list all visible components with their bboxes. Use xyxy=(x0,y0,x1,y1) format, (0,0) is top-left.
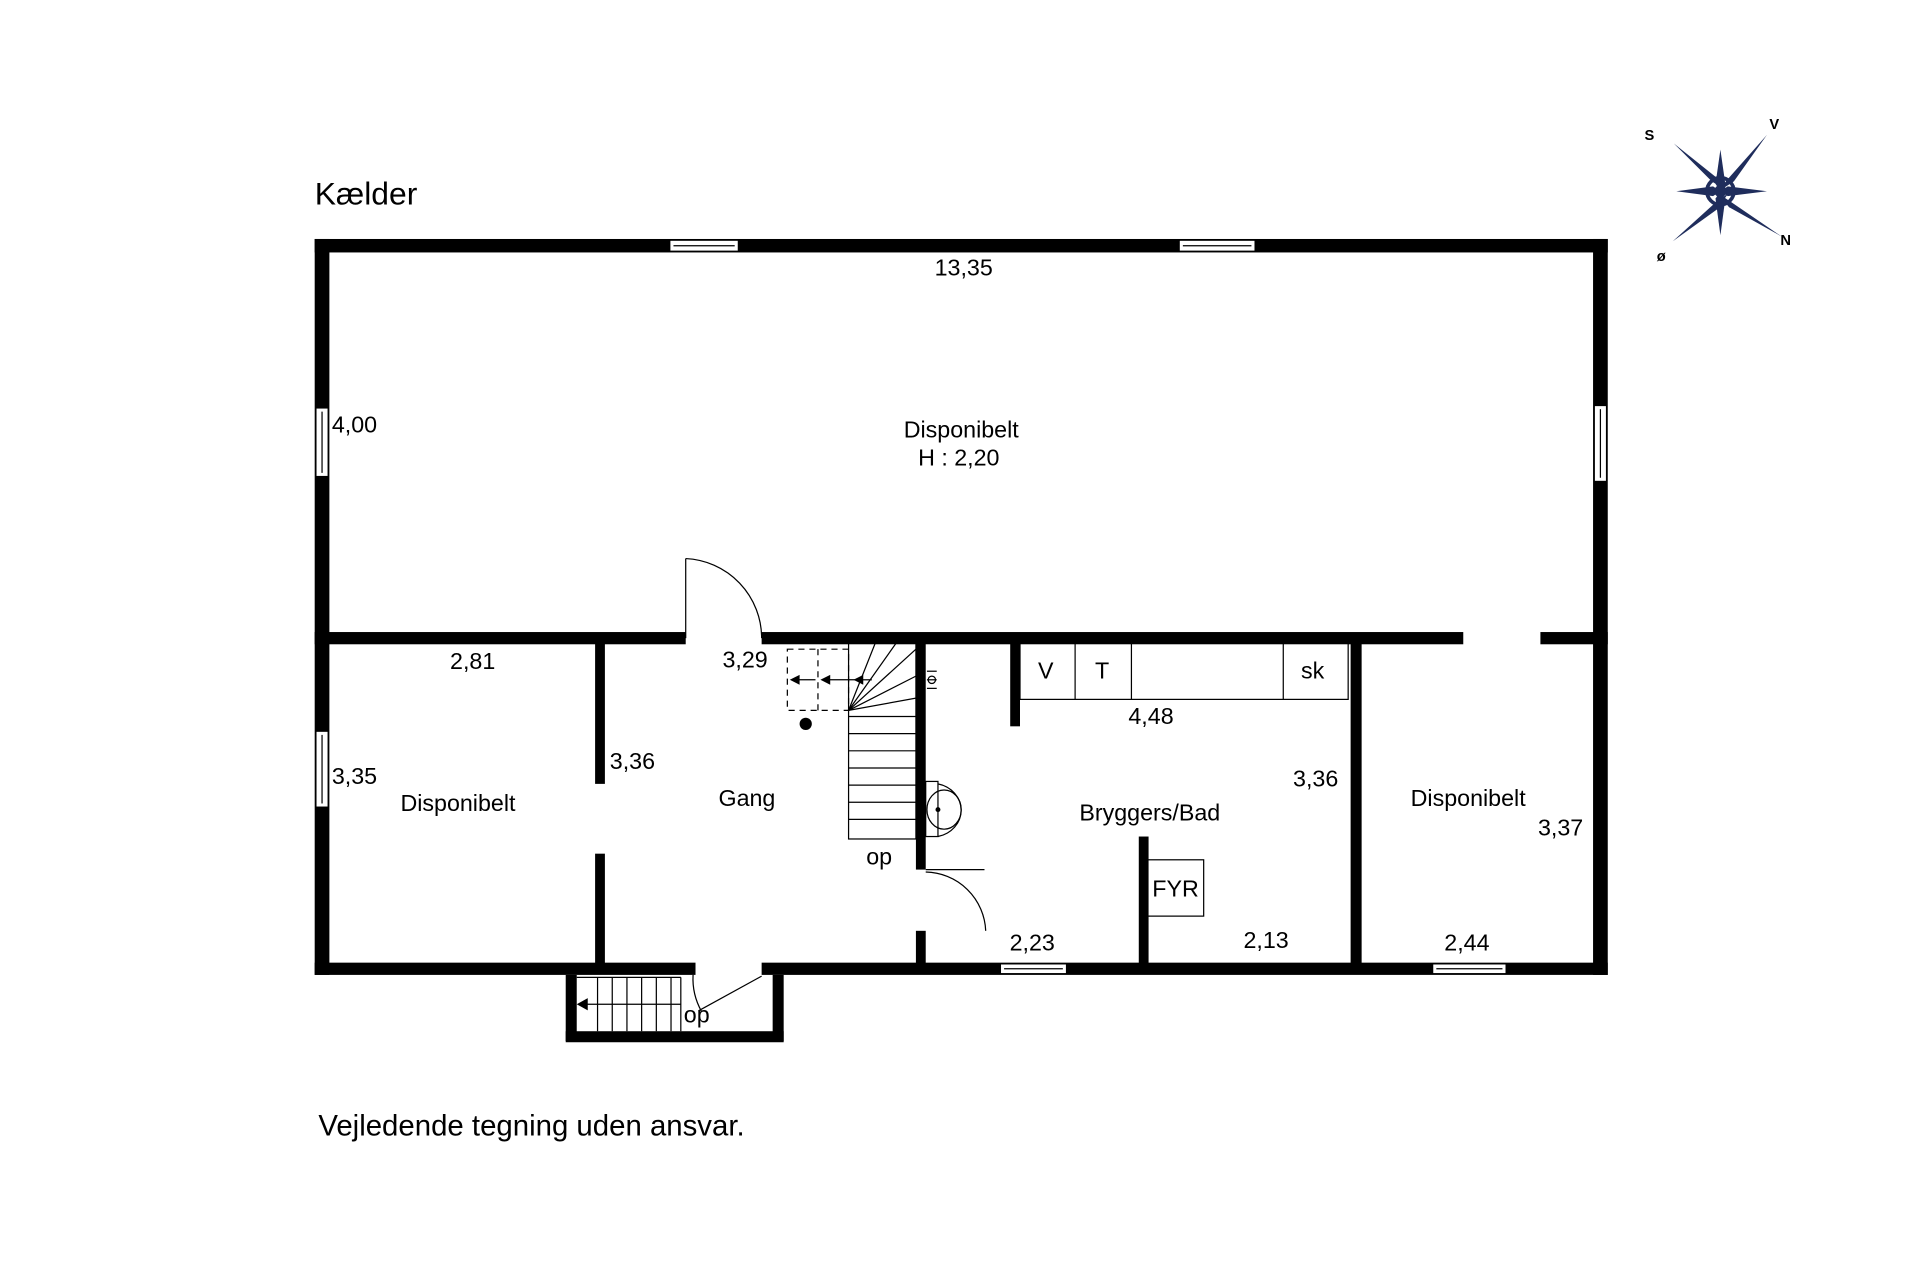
compass-center xyxy=(1714,185,1727,198)
window-right-1 xyxy=(1593,404,1608,483)
window-top-2 xyxy=(1178,239,1256,252)
stair-label-inner: op xyxy=(866,844,892,870)
window-bottom-2 xyxy=(1432,963,1507,975)
compass-point-bottom xyxy=(1715,191,1726,236)
wall-part-3 xyxy=(1350,639,1362,969)
wall-part-boiler xyxy=(1138,836,1149,969)
compass-needle-n xyxy=(1716,192,1782,237)
compass-label-o: ø xyxy=(1657,249,1666,265)
door-entrance xyxy=(692,974,762,1012)
compass-label-s: S xyxy=(1644,128,1654,144)
wall-stairwell-left xyxy=(565,974,577,1042)
wall-stairwell-bottom xyxy=(565,1031,784,1043)
tap-icon xyxy=(926,670,937,689)
dim-utility-bottom-right: 2,13 xyxy=(1243,927,1288,953)
wall-part-2b xyxy=(915,930,926,969)
dim-utility-top: 4,48 xyxy=(1128,703,1173,729)
wall-part-1a xyxy=(595,639,605,784)
room-label-hall: Gang xyxy=(718,785,775,811)
wall-left xyxy=(314,238,330,975)
exterior-stair-arrow xyxy=(576,998,588,1011)
wall-mid-1 xyxy=(314,632,686,645)
stair-arrow-3 xyxy=(853,674,864,685)
room-label-right-storage: Disponibelt xyxy=(1411,785,1527,811)
stair-arrow-2 xyxy=(820,674,831,685)
compass-rose-icon: S V N ø xyxy=(1644,117,1791,265)
wall-part-1b xyxy=(595,853,605,969)
compass-label-v: V xyxy=(1769,117,1779,133)
room-height-main-storage: H : 2,20 xyxy=(918,445,999,471)
walls xyxy=(314,238,1608,1043)
wall-stairwell-right xyxy=(772,974,784,1042)
fixtures xyxy=(925,642,1349,917)
wall-right xyxy=(1593,238,1608,975)
wall-part-2a xyxy=(915,639,926,870)
stair-post-dot xyxy=(799,717,812,730)
door-hall-to-utility xyxy=(925,868,987,931)
washbasin-icon xyxy=(925,780,962,838)
wall-mid-3 xyxy=(1540,632,1608,645)
dim-main-depth: 4,00 xyxy=(332,411,377,437)
stair-arrow-1 xyxy=(789,674,800,685)
interior-staircase xyxy=(786,638,917,840)
compass-label-n: N xyxy=(1780,233,1791,249)
compass-ring xyxy=(1705,175,1736,207)
compass-point-left xyxy=(1676,186,1721,197)
exterior-staircase xyxy=(576,976,682,1032)
stair-label-outer: op xyxy=(684,1002,710,1028)
counter xyxy=(1019,642,1349,700)
doors xyxy=(685,557,987,1012)
boiler xyxy=(1146,859,1205,917)
dim-main-width: 13,35 xyxy=(935,255,993,281)
compass-point-right xyxy=(1720,186,1767,197)
fixture-label-cabinet: sk xyxy=(1301,658,1325,684)
compass-needle-v xyxy=(1716,134,1767,193)
wall-bottom-left xyxy=(314,962,696,975)
compass-point-top xyxy=(1715,149,1726,192)
wall-top xyxy=(314,238,1608,253)
fixture-label-boiler: FYR xyxy=(1152,876,1198,902)
window-bottom-1 xyxy=(999,963,1068,975)
room-label-left-storage: Disponibelt xyxy=(400,790,516,816)
window-top-1 xyxy=(669,239,739,252)
window-left-2 xyxy=(315,730,329,808)
dim-hall-depth: 3,36 xyxy=(610,748,655,774)
dim-hall-width: 3,29 xyxy=(722,647,767,673)
door-main-to-hall xyxy=(685,557,763,639)
disclaimer-note: Vejledende tegning uden ansvar. xyxy=(318,1109,744,1142)
room-label-main-storage: Disponibelt xyxy=(904,416,1020,442)
dim-left-depth: 3,35 xyxy=(332,763,377,789)
room-label-utility-bath: Bryggers/Bad xyxy=(1079,800,1220,826)
wall-mid-2 xyxy=(761,632,1464,645)
dim-left-width: 2,81 xyxy=(450,648,495,674)
floor-title: Kælder xyxy=(315,176,418,212)
windows xyxy=(315,239,1608,975)
wall-stub-counter xyxy=(1010,639,1020,727)
dim-utility-depth: 3,36 xyxy=(1293,765,1338,791)
dim-utility-bottom-left: 2,23 xyxy=(1010,929,1055,955)
dim-right-width: 2,44 xyxy=(1444,929,1489,955)
fixture-label-washer: V xyxy=(1038,658,1054,684)
wall-bottom-right xyxy=(761,962,1608,975)
fixture-label-dryer: T xyxy=(1095,658,1109,684)
window-left-1 xyxy=(315,407,329,478)
dim-right-depth: 3,37 xyxy=(1538,814,1583,840)
